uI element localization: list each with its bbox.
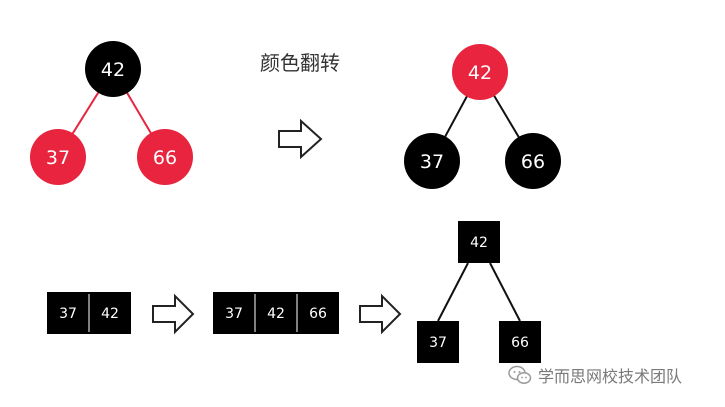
key-cell: 66 bbox=[511, 335, 529, 351]
right-arrow-icon bbox=[359, 293, 402, 335]
node-label: 66 bbox=[521, 151, 545, 173]
node-label: 42 bbox=[101, 59, 125, 81]
key-cell: 42 bbox=[267, 306, 285, 322]
wechat-official-account-icon bbox=[508, 365, 532, 384]
box-node-root: 42 bbox=[458, 221, 500, 263]
node-root-red: 42 bbox=[452, 44, 508, 100]
node-left-black: 37 bbox=[404, 133, 460, 189]
box-node-right: 66 bbox=[499, 321, 541, 363]
node-label: 66 bbox=[153, 147, 177, 169]
key-cell: 37 bbox=[429, 335, 447, 351]
three-key-node: 37 42 66 bbox=[213, 292, 339, 334]
key-cell: 42 bbox=[470, 235, 488, 251]
node-root-black: 42 bbox=[85, 41, 141, 97]
node-right-red: 66 bbox=[137, 129, 193, 185]
node-right-black: 66 bbox=[505, 133, 561, 189]
node-label: 37 bbox=[46, 147, 70, 169]
watermark-text: 学而思网校技术团队 bbox=[538, 367, 683, 386]
right-arrow-icon bbox=[278, 118, 323, 160]
node-left-red: 37 bbox=[30, 129, 86, 185]
color-flip-title: 颜色翻转 bbox=[260, 51, 340, 75]
box-node-left: 37 bbox=[417, 321, 459, 363]
key-cell: 37 bbox=[59, 306, 77, 322]
key-cell: 42 bbox=[101, 306, 119, 322]
key-cell: 37 bbox=[225, 306, 243, 322]
key-cell: 66 bbox=[309, 306, 327, 322]
right-arrow-icon bbox=[152, 293, 195, 335]
node-label: 42 bbox=[468, 62, 492, 84]
watermark: 学而思网校技术团队 bbox=[508, 364, 682, 386]
edge-box-42-37 bbox=[437, 262, 469, 322]
node-label: 37 bbox=[420, 151, 444, 173]
edge-box-42-66 bbox=[489, 262, 521, 322]
two-key-node: 37 42 bbox=[47, 292, 131, 334]
